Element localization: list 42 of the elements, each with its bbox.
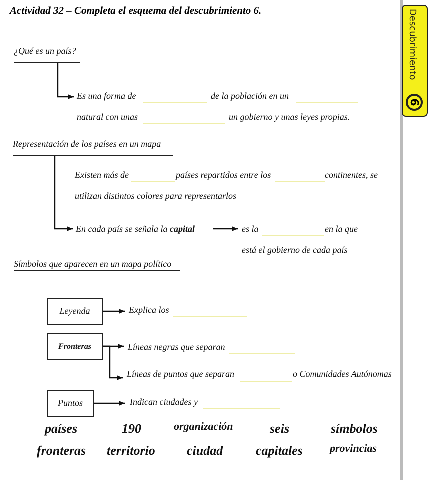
tab-title: Descubrimiento bbox=[407, 9, 417, 80]
word-bank-word: territorio bbox=[107, 443, 156, 459]
statement-text: o Comunidades Autónomas bbox=[293, 369, 392, 380]
word-bank-word: organización bbox=[174, 421, 234, 433]
statement-text: es la bbox=[242, 224, 259, 235]
section-heading: Símbolos que aparecen en un mapa político bbox=[14, 259, 180, 271]
statement-text: Explica los bbox=[129, 305, 170, 316]
statement-text: Líneas de puntos que separan bbox=[127, 369, 234, 380]
statement-text: natural con unas bbox=[77, 112, 138, 123]
statement-text: Es una forma de bbox=[77, 91, 136, 102]
statement-text: países repartidos entre los bbox=[176, 170, 272, 181]
word-bank-word: seis bbox=[270, 421, 290, 437]
section-heading: ¿Qué es un país? bbox=[14, 46, 80, 63]
title: Actividad 32 – Completa el esquema del descubrimiento 6. bbox=[10, 6, 262, 17]
statement-text: de la población en un bbox=[211, 91, 289, 102]
statement-text: un gobierno y unas leyes propias. bbox=[229, 112, 350, 123]
label-box: Leyenda bbox=[47, 298, 103, 325]
word-bank-word: países bbox=[45, 421, 78, 437]
word-bank-word: 190 bbox=[122, 421, 142, 437]
section-heading: Representación de los países en un mapa bbox=[13, 139, 173, 156]
statement-text: Existen más de bbox=[75, 170, 129, 181]
arrow bbox=[213, 226, 238, 232]
word-bank-word: provincias bbox=[330, 443, 378, 455]
word-bank-word: ciudad bbox=[187, 443, 224, 459]
word-bank-word: capitales bbox=[256, 443, 303, 459]
statement-text: Indican ciudades y bbox=[130, 397, 198, 408]
arrow bbox=[103, 309, 125, 314]
arrow bbox=[57, 63, 74, 100]
statement-text: está el gobierno de cada país bbox=[242, 245, 348, 256]
arrow bbox=[103, 346, 123, 380]
label-box: Puntos bbox=[47, 390, 94, 417]
tab-number: 6 bbox=[406, 94, 423, 111]
statement-text: en la que bbox=[325, 224, 358, 235]
statement-text: utilizan distintos colores para representarlos bbox=[75, 191, 237, 202]
statement-text: Líneas negras que separan bbox=[128, 342, 226, 353]
arrow bbox=[54, 156, 73, 232]
word-bank-word: fronteras bbox=[37, 443, 86, 459]
label-box: Fronteras bbox=[47, 333, 103, 360]
statement-text: En cada país se señala la capital bbox=[76, 224, 195, 235]
statement-text: continentes, se bbox=[325, 170, 378, 181]
word-bank-word: símbolos bbox=[331, 421, 378, 437]
arrow bbox=[94, 401, 125, 406]
